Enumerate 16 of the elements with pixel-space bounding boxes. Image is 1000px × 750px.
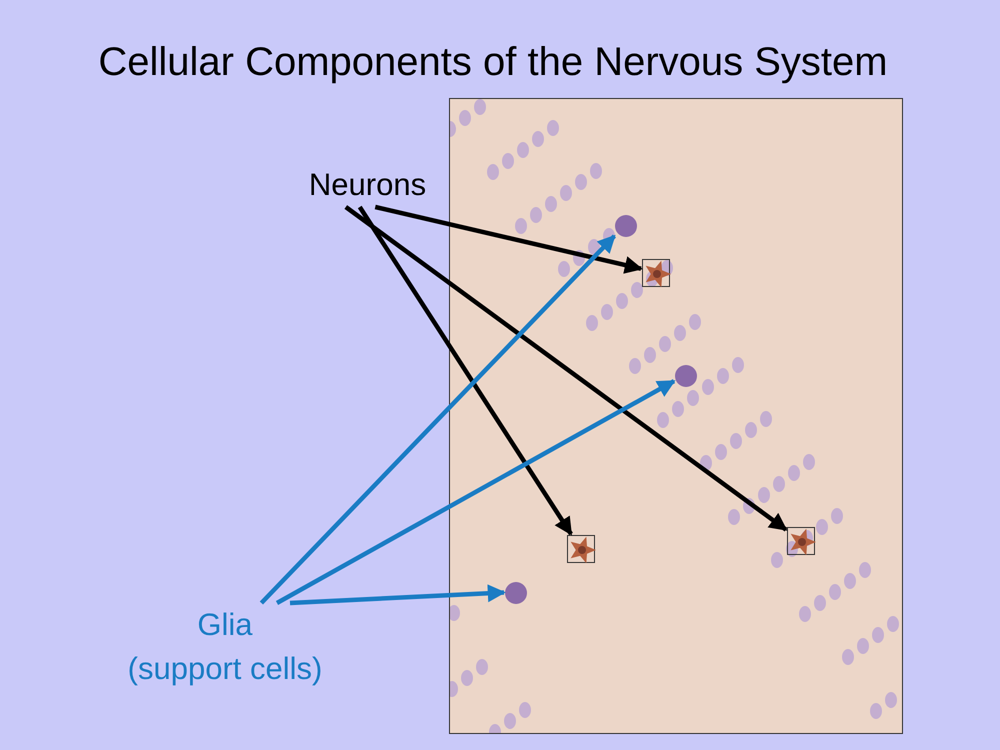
neuron-cell-drawing bbox=[787, 527, 815, 555]
neuron-cell-drawing bbox=[567, 535, 595, 563]
glial-cell bbox=[505, 582, 527, 604]
glial-cell bbox=[615, 215, 637, 237]
leader-arrow bbox=[260, 234, 616, 605]
glial-cell bbox=[675, 365, 697, 387]
neuron-cell-drawing bbox=[642, 259, 670, 287]
annotation-sublabel: (support cells) bbox=[126, 650, 324, 688]
slide-title: Cellular Components of the Nervous System bbox=[97, 40, 889, 85]
annotation-label: Neurons bbox=[308, 166, 428, 204]
annotation-label: Glia bbox=[196, 606, 254, 644]
leader-arrow bbox=[290, 584, 506, 606]
leader-arrow bbox=[374, 204, 643, 274]
leader-arrow bbox=[344, 205, 788, 532]
leader-arrow bbox=[358, 206, 573, 536]
leader-arrow bbox=[276, 379, 676, 605]
